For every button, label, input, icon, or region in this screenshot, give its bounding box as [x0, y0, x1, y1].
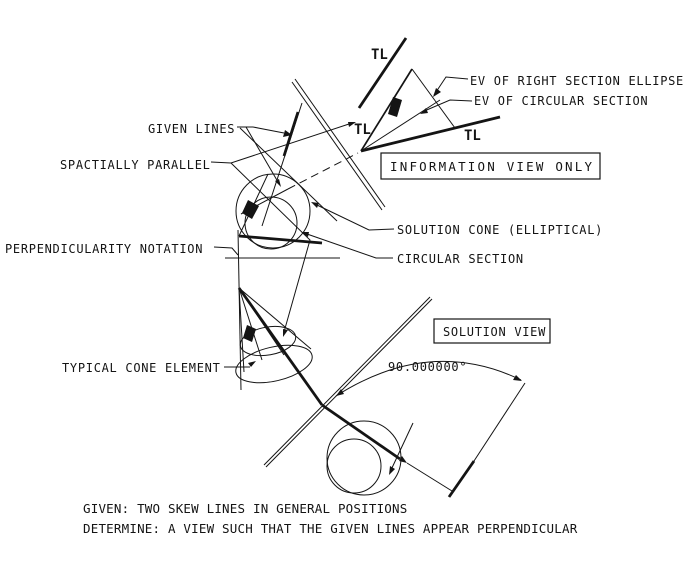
- arrow-solution-cone: [311, 202, 319, 208]
- fold-line-upper-2: [291, 81, 383, 211]
- fold-line-lower-2: [265, 298, 433, 468]
- label-circular-section: CIRCULAR SECTION: [397, 252, 524, 266]
- leader-lines: [210, 76, 473, 368]
- given-line-b-solution-view: [447, 460, 476, 498]
- dimension-arrow-right: [513, 375, 522, 381]
- fold-line-lower-1: [263, 296, 431, 466]
- given-line-a-arrowhead: [399, 456, 407, 463]
- arrow-ev-right-section: [433, 88, 441, 97]
- vertical-reference-line: [237, 229, 242, 391]
- arrow-spatially-parallel-1: [348, 122, 356, 127]
- parallel-cone-element-edge: [360, 68, 413, 152]
- solution-view-title: SOLUTION VIEW: [443, 325, 546, 339]
- given-line-b-true-length: [360, 115, 501, 153]
- leader-ev-right-section: [433, 76, 469, 96]
- given-line-a-true-length: [357, 37, 408, 109]
- leader-perpendicularity-notation: [213, 246, 239, 256]
- solution-view: [321, 360, 526, 498]
- cone-silhouette-left: [238, 287, 245, 373]
- dimension-arrow-left: [336, 389, 344, 396]
- information-view-title: INFORMATION VIEW ONLY: [390, 159, 594, 174]
- leader-given-lines-1: [237, 126, 285, 134]
- solution-view-box: [433, 318, 551, 344]
- cone-base-edge-line: [238, 234, 323, 245]
- angle-dimension-value: 90.000000°: [388, 360, 467, 374]
- leader-given-lines-2: [245, 126, 279, 183]
- given-line-a-through-cone: [237, 287, 324, 406]
- given-line-a-segment: [282, 111, 300, 157]
- label-typical-cone-element: TYPICAL CONE ELEMENT: [62, 361, 221, 375]
- label-ev-circular-section: EV OF CIRCULAR SECTION: [474, 94, 648, 108]
- leader-circular-section: [306, 233, 393, 259]
- label-given-lines: GIVEN LINES: [148, 122, 235, 136]
- arrow-given-lines-1: [283, 130, 292, 137]
- given-line-a-extension: [406, 462, 453, 492]
- given-line-a-solution-view: [321, 403, 401, 461]
- problem-statement-line1: GIVEN: TWO SKEW LINES IN GENERAL POSITIO…: [83, 501, 407, 516]
- circular-section-point-view-circle: [326, 438, 382, 494]
- tl-marker-top: TL: [371, 47, 388, 63]
- lower-cone: [235, 287, 324, 406]
- given-line-b-extension: [473, 382, 526, 462]
- solution-cone-view: [225, 102, 359, 391]
- cone-base-point-view-circle: [326, 420, 402, 496]
- fold-line-lower: [263, 296, 433, 468]
- problem-statement-line2: DETERMINE: A VIEW SUCH THAT THE GIVEN LI…: [83, 521, 578, 536]
- arrow-typical-cone-element: [248, 361, 256, 367]
- label-perpendicularity-notation: PERPENDICULARITY NOTATION: [5, 242, 203, 256]
- given-line-b-hidden-extension: [287, 152, 359, 190]
- ev-circular-section-line: [360, 99, 441, 152]
- leader-spatially-parallel-2: [230, 162, 311, 333]
- arrow-given-lines-2: [275, 179, 281, 187]
- axis-trace-line: [390, 422, 414, 471]
- fold-line-upper: [291, 78, 386, 211]
- label-spatially-parallel: SPACTIALLY PARALLEL: [60, 158, 211, 172]
- arrow-ev-circular-section: [420, 108, 428, 114]
- arrow-spatially-parallel-2: [283, 329, 288, 337]
- cone-element-1: [238, 287, 263, 361]
- direction-marker-info-view: [388, 97, 402, 117]
- label-ev-right-section-ellipse: EV OF RIGHT SECTION ELLIPSE: [470, 74, 684, 88]
- axis-trace-arrowhead: [389, 466, 395, 475]
- angle-dimension-arc: [335, 360, 522, 397]
- direction-marker-cone-view: [242, 200, 259, 219]
- arrow-circular-section: [301, 232, 309, 237]
- ev-right-section-ellipse-line: [411, 68, 456, 129]
- cone-silhouette-right: [238, 287, 312, 350]
- leader-ev-circular-section: [421, 99, 473, 113]
- label-solution-cone: SOLUTION CONE (ELLIPTICAL): [397, 223, 603, 237]
- information-view: [357, 37, 501, 153]
- fold-line-upper-1: [294, 78, 386, 208]
- information-view-box: [380, 152, 601, 180]
- tl-marker-right: TL: [464, 128, 481, 144]
- tl-marker-left: TL: [354, 122, 371, 138]
- cone-base-ellipse: [235, 344, 313, 384]
- direction-marker-lower-cone: [243, 325, 256, 342]
- leader-solution-cone: [316, 204, 395, 231]
